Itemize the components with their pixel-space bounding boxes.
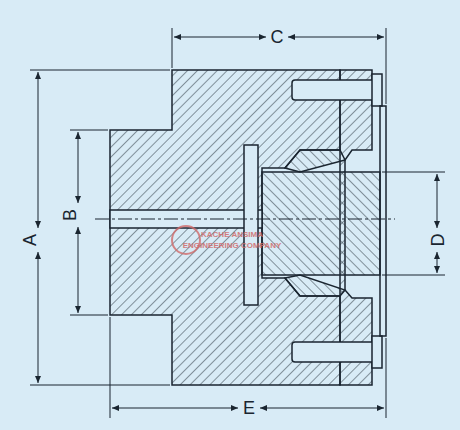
watermark: ENGINEERING COMPANY (183, 242, 282, 250)
dimension-letter: C (269, 28, 286, 46)
dimension-letter: E (241, 399, 257, 417)
dimension-letter: B (61, 207, 79, 223)
watermark: KACHE ANSIMA (201, 231, 263, 239)
dimension-letter: A (21, 232, 39, 248)
dimension-letter: D (428, 232, 446, 249)
